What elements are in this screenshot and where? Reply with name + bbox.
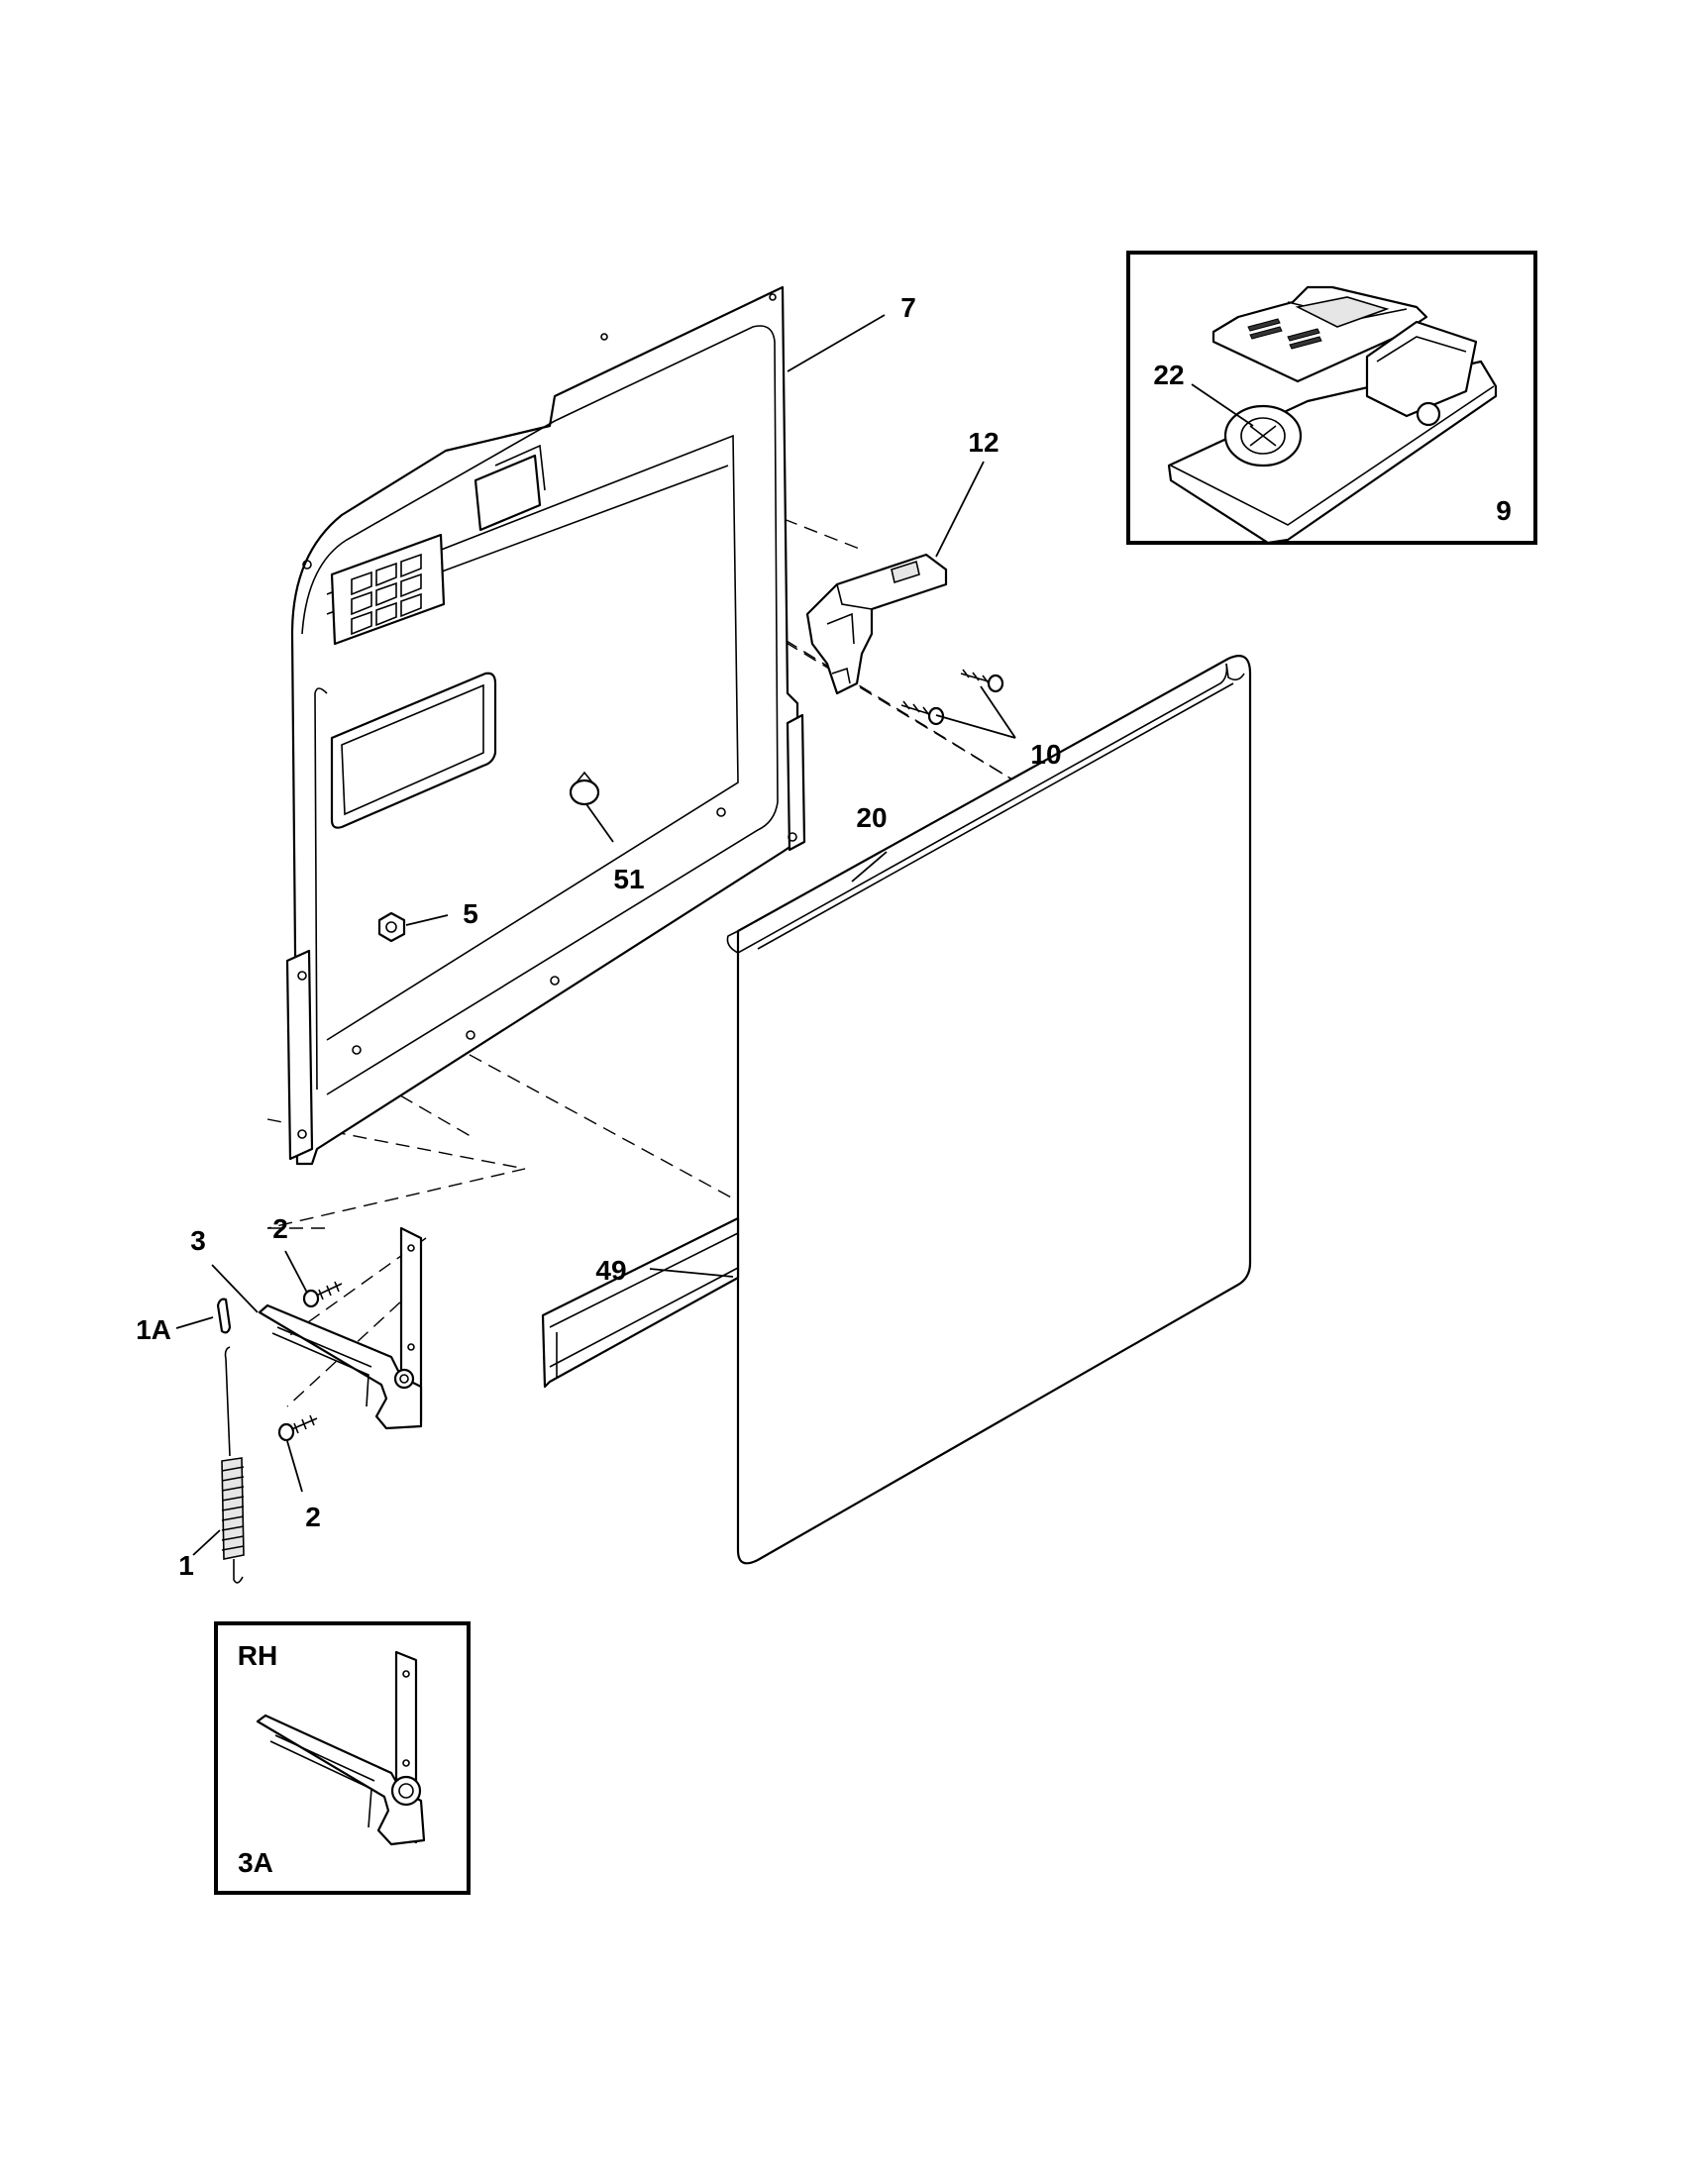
callout-51: 51	[613, 864, 644, 894]
rh-hinge-inset	[214, 1621, 471, 1895]
screw	[302, 1281, 343, 1308]
screw	[277, 1414, 318, 1442]
callout-1a: 1A	[136, 1314, 171, 1345]
door-spring	[221, 1346, 245, 1584]
spring-link	[216, 1298, 232, 1334]
callout-9: 9	[1496, 495, 1512, 526]
callout-12: 12	[968, 427, 999, 458]
callout-2-upper: 2	[272, 1213, 288, 1244]
callout-3: 3	[190, 1225, 206, 1256]
door-latch	[805, 553, 948, 695]
nut	[377, 911, 406, 943]
wash-arm-mount	[569, 771, 600, 806]
callout-7: 7	[900, 292, 916, 323]
callout-1: 1	[178, 1550, 194, 1581]
kick-trim	[541, 1216, 740, 1389]
callout-22: 22	[1153, 360, 1184, 390]
screw	[900, 700, 945, 726]
outer-door-panel	[726, 655, 1252, 1565]
callout-49: 49	[595, 1255, 626, 1286]
inset-part-label: 3A	[238, 1847, 273, 1878]
callout-10: 10	[1030, 739, 1061, 770]
screw	[960, 669, 1004, 693]
callout-5: 5	[463, 898, 478, 929]
dispenser-inset	[1126, 251, 1537, 545]
callout-2-lower: 2	[305, 1502, 321, 1532]
callout-labels: 7 12 10 20 51 5 49 3 2 2 1A 1 22 9 RH 3A	[136, 292, 1512, 1878]
inner-door-panel	[285, 285, 806, 1166]
leader-lines	[175, 314, 1254, 1556]
inset-side-label: RH	[238, 1640, 277, 1671]
callout-20: 20	[856, 802, 887, 833]
hinge-arm	[258, 1226, 423, 1430]
